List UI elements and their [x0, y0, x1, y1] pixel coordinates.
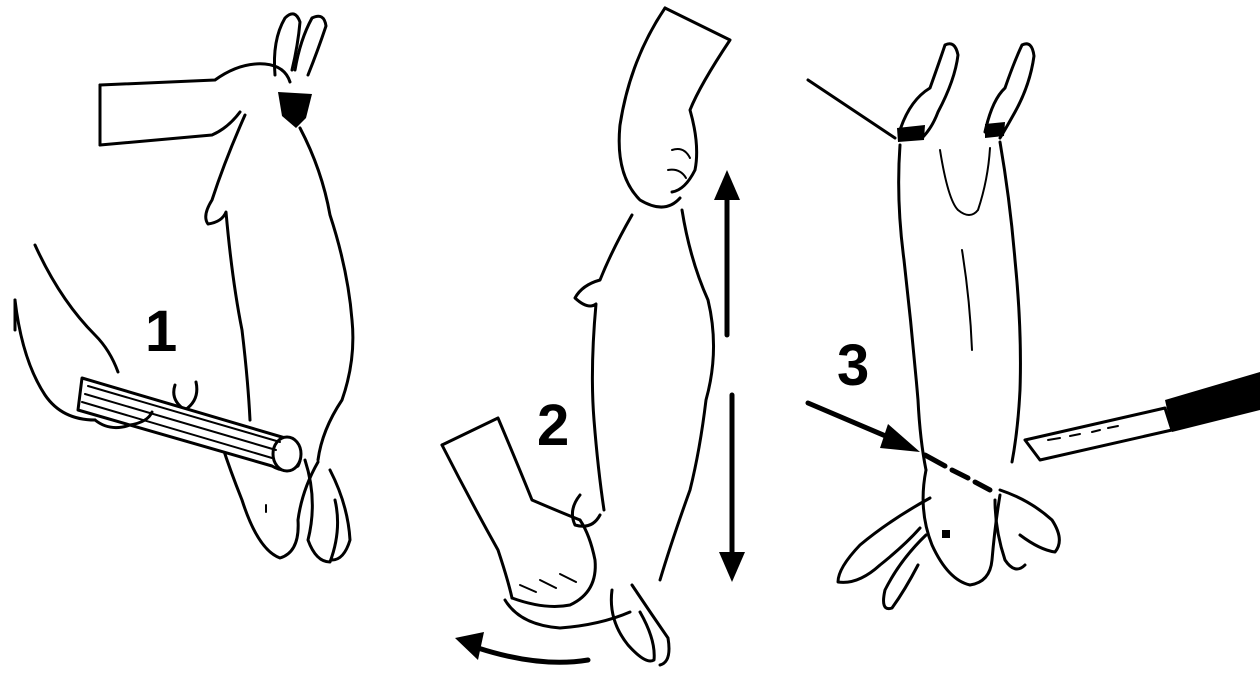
panel-1-rabbit-feet [274, 14, 326, 75]
step-1-label: 1 [145, 303, 177, 361]
panel-3-rabbit-body [838, 142, 1059, 609]
panel-2-rabbit-body [572, 210, 713, 665]
panel-2 [442, 8, 745, 665]
panel-3 [808, 44, 1260, 609]
step-2-label: 2 [537, 397, 569, 455]
step-3-label: 3 [837, 337, 869, 395]
panel-2-stretch-arrows [714, 170, 745, 582]
panel-2-bottom-hand [442, 418, 630, 628]
panel-1-rabbit-body [174, 115, 353, 562]
panel-3-cord [808, 80, 895, 138]
panel-3-pointer-arrow [808, 403, 920, 452]
panel-3-cut-line [925, 455, 990, 490]
panel-1 [15, 14, 353, 562]
panel-3-knife [1025, 372, 1260, 460]
panel-2-top-hand [619, 8, 730, 207]
panel-2-twist-arrow [455, 632, 588, 662]
panel-3-rabbit-feet [897, 44, 1034, 142]
panel-1-top-hand [100, 64, 312, 145]
